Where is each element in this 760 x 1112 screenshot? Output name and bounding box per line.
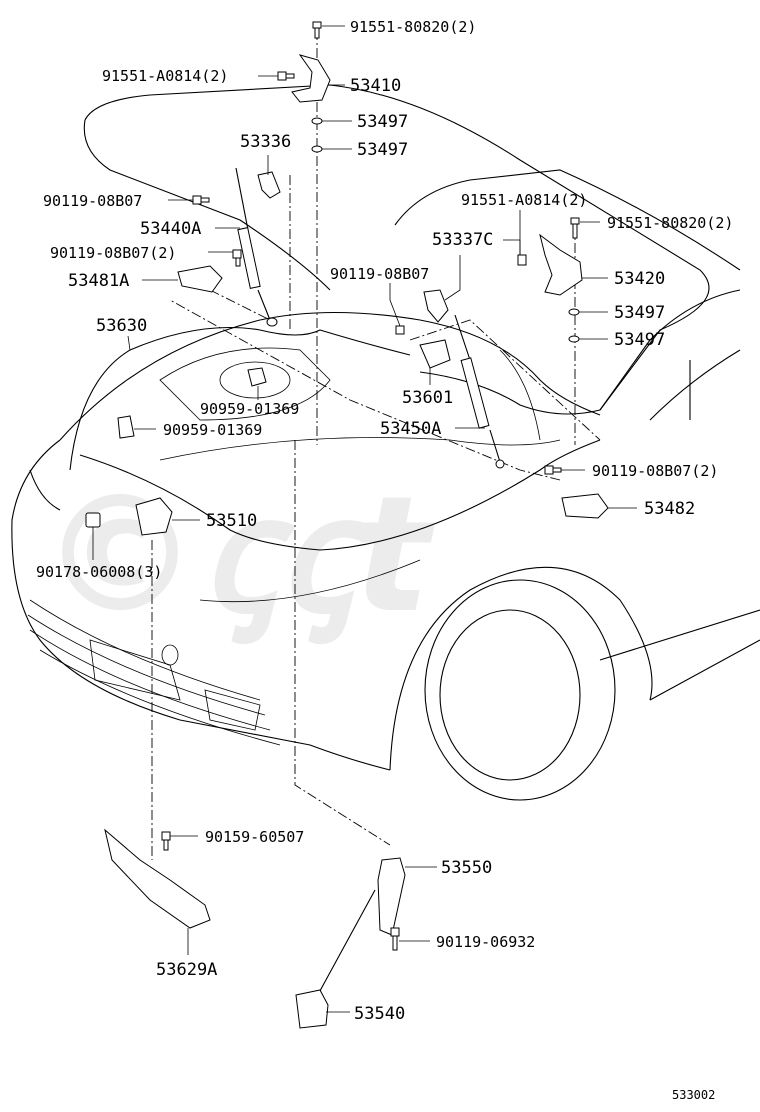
label-53629A: 53629A bbox=[156, 960, 217, 980]
washer-53497-a bbox=[311, 117, 323, 125]
hinge-53420 bbox=[539, 233, 583, 296]
strut-53450A bbox=[460, 357, 490, 429]
label-90119-06932: 90119-06932 bbox=[436, 933, 535, 951]
label-53482: 53482 bbox=[644, 499, 695, 519]
label-53497-a: 53497 bbox=[357, 112, 408, 132]
clip-90959-01369-b bbox=[117, 415, 135, 439]
bolt-90119-08B07-left bbox=[232, 249, 242, 267]
label-90178-06008: 90178-06008(3) bbox=[36, 563, 162, 581]
bolt-90119-06932 bbox=[390, 927, 400, 951]
nut-90178-06008 bbox=[85, 512, 101, 528]
label-53510: 53510 bbox=[206, 511, 257, 531]
bolt-90119-08B07-mid bbox=[395, 325, 405, 335]
label-90959-01369-b: 90959-01369 bbox=[163, 421, 262, 439]
car-body bbox=[11, 84, 760, 801]
label-91551-A0814-left: 91551-A0814(2) bbox=[102, 67, 228, 85]
label-53440A: 53440A bbox=[140, 219, 201, 239]
bracket-53482 bbox=[561, 493, 609, 519]
label-53497-c: 53497 bbox=[614, 303, 665, 323]
label-53450A: 53450A bbox=[380, 419, 441, 439]
support-53550 bbox=[377, 857, 406, 936]
label-leaders bbox=[92, 25, 637, 1013]
clip-90959-01369-a bbox=[247, 367, 267, 387]
label-53337C: 53337C bbox=[432, 230, 493, 250]
bolt-91551-A0814-right bbox=[517, 254, 527, 266]
label-53497-d: 53497 bbox=[614, 330, 665, 350]
washer-53497-c bbox=[568, 308, 580, 316]
label-53336: 53336 bbox=[240, 132, 291, 152]
bolt-90119-08B07-right bbox=[544, 465, 562, 475]
hood-lock-53510 bbox=[135, 497, 173, 536]
part-labels: 91551-80820(2) 91551-A0814(2) 53410 5349… bbox=[36, 18, 733, 1102]
bolt-90159-60507 bbox=[161, 831, 171, 851]
label-90159-60507: 90159-60507 bbox=[205, 828, 304, 846]
release-lever-53601 bbox=[419, 339, 451, 369]
label-53481A: 53481A bbox=[68, 271, 129, 291]
bracket-53336 bbox=[257, 171, 281, 199]
label-53420: 53420 bbox=[614, 269, 665, 289]
parts bbox=[69, 21, 609, 1029]
strut-53440A bbox=[237, 227, 261, 289]
label-53630: 53630 bbox=[96, 316, 147, 336]
label-90119-08B07-2-right: 90119-08B07(2) bbox=[592, 462, 718, 480]
bolt-91551-A0814-left bbox=[277, 71, 295, 81]
bracket-53337C bbox=[423, 289, 449, 323]
bolt-90119-08B07-a bbox=[192, 195, 210, 205]
label-90119-08B07-a: 90119-08B07 bbox=[43, 192, 142, 210]
label-90119-08B07-2-left: 90119-08B07(2) bbox=[50, 244, 176, 262]
label-91551-80820-top: 91551-80820(2) bbox=[350, 18, 476, 36]
label-53540: 53540 bbox=[354, 1004, 405, 1024]
release-cable-53540 bbox=[295, 989, 329, 1029]
bracket-53481A bbox=[177, 265, 223, 293]
leader-lines bbox=[151, 30, 601, 860]
washer-53497-d bbox=[568, 335, 580, 343]
label-53410: 53410 bbox=[350, 76, 401, 96]
drawing-code: 533002 bbox=[672, 1088, 715, 1102]
label-90119-08B07-mid: 90119-08B07 bbox=[330, 265, 429, 283]
bolt-91551-80820-top bbox=[312, 21, 322, 39]
label-91551-80820-right: 91551-80820(2) bbox=[607, 214, 733, 232]
label-90959-01369-a: 90959-01369 bbox=[200, 400, 299, 418]
label-91551-A0814-right: 91551-A0814(2) bbox=[461, 191, 587, 209]
hinge-53410 bbox=[291, 54, 331, 103]
label-53497-b: 53497 bbox=[357, 140, 408, 160]
bolt-91551-80820-right bbox=[570, 217, 580, 239]
label-53550: 53550 bbox=[441, 858, 492, 878]
cable-53630 bbox=[69, 326, 411, 471]
washer-53497-b bbox=[311, 145, 323, 153]
label-53601: 53601 bbox=[402, 388, 453, 408]
bracket-53629A bbox=[104, 828, 211, 929]
watermark: ©ꞔꞔt bbox=[40, 461, 436, 648]
